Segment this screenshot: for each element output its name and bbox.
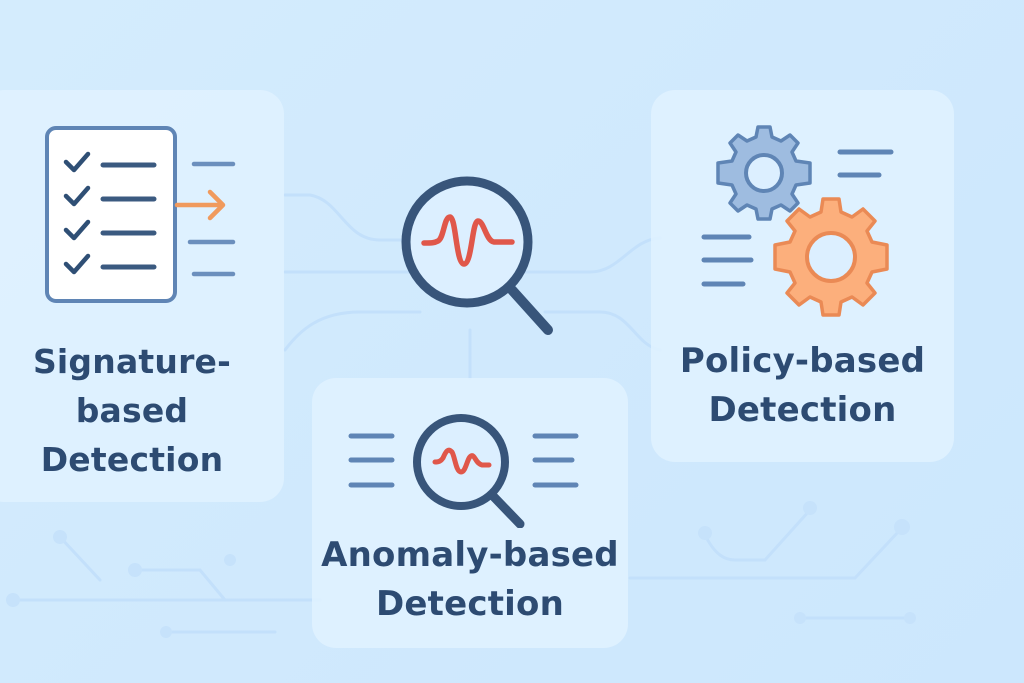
title-line: Detection: [40, 440, 224, 479]
title-line: Policy-based: [679, 341, 926, 381]
anomaly-detection-title: Anomaly-based Detection: [312, 531, 628, 629]
policy-detection-card: Policy-based Detection: [651, 90, 954, 462]
title-line: Signature-: [32, 342, 232, 381]
magnifier-waveform-icon: [348, 414, 579, 528]
title-line: Anomaly-based: [321, 535, 619, 575]
magnifier-waveform-icon: [401, 176, 553, 335]
policy-detection-title: Policy-based Detection: [651, 337, 954, 435]
title-line: Detection: [375, 584, 565, 624]
signature-detection-card: Signature- based Detection: [0, 90, 284, 502]
title-line: based: [75, 391, 189, 430]
anomaly-detection-card: Anomaly-based Detection: [312, 378, 628, 648]
title-line: Detection: [708, 390, 897, 430]
gears-icon: [701, 125, 894, 317]
checklist-document-icon: [45, 126, 236, 303]
signature-detection-title: Signature- based Detection: [0, 337, 284, 484]
